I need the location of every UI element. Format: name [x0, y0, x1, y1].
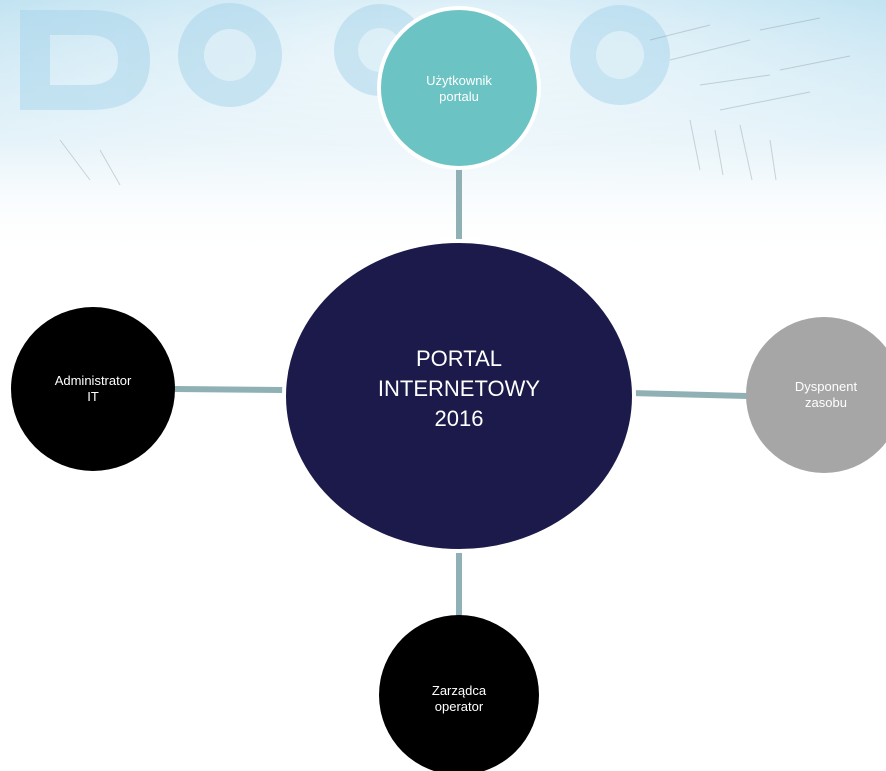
node-circle-left [11, 307, 175, 471]
node-top-line-1: Użytkownik [426, 73, 492, 88]
node-uzytkownik-portalu[interactable]: Użytkownik portalu [377, 6, 541, 170]
node-circle-right [746, 317, 886, 473]
node-bottom-line-1: Zarządca [432, 683, 487, 698]
node-circle-bottom [379, 615, 539, 771]
hub-label-line-3: 2016 [435, 406, 484, 431]
node-left-line-2: IT [87, 389, 99, 404]
hub-label-line-2: INTERNETOWY [378, 376, 540, 401]
connectors [174, 165, 748, 620]
node-right-line-1: Dysponent [795, 379, 858, 394]
hub-label-line-1: PORTAL [416, 346, 502, 371]
node-top-line-2: portalu [439, 89, 479, 104]
connector-right [631, 390, 748, 399]
node-right-line-2: zasobu [805, 395, 847, 410]
hub-node-portal[interactable]: PORTAL INTERNETOWY 2016 [282, 239, 636, 553]
node-administrator-it[interactable]: Administrator IT [11, 307, 175, 471]
node-zarzadca-operator[interactable]: Zarządca operator [379, 615, 539, 771]
node-bottom-line-2: operator [435, 699, 484, 714]
node-circle-top [377, 6, 541, 170]
node-dysponent-zasobu[interactable]: Dysponent zasobu [746, 317, 886, 473]
connector-left [174, 386, 285, 393]
hub-circle [282, 239, 636, 553]
node-left-line-1: Administrator [55, 373, 132, 388]
